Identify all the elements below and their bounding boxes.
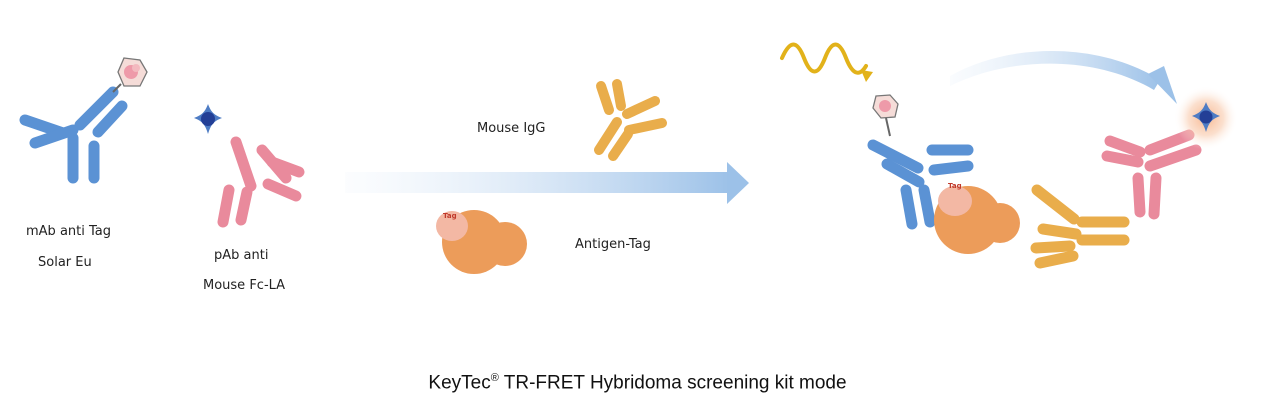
europium-chelate-icon: [117, 57, 148, 87]
diagram-caption: KeyTec® TR-FRET Hybridoma screening kit …: [0, 372, 1275, 394]
bound-pab-antibody: [1101, 129, 1202, 220]
acceptor-star-icon: [194, 104, 222, 134]
bound-mouse-igg-antibody: [1030, 184, 1130, 269]
acceptor-star-icon: [1192, 102, 1220, 132]
antigen-tag-molecule: [436, 210, 527, 274]
tag-label-right: Tag: [948, 182, 962, 190]
antigen-tag-label: Antigen-Tag: [575, 237, 651, 252]
pab-label-line1: pAb anti: [214, 248, 269, 263]
process-arrow-icon: [345, 162, 749, 204]
energy-transfer-arrow-icon: [950, 50, 1177, 104]
bound-antigen-molecule: [934, 186, 1020, 254]
mouse-igg-antibody: [594, 79, 667, 161]
tag-label-left: Tag: [443, 212, 457, 220]
pab-anti-mouse-fc-antibody: [217, 136, 305, 228]
caption-brand: KeyTec: [428, 372, 491, 394]
mab-label-line1: mAb anti Tag: [26, 224, 111, 239]
pab-label-line2: Mouse Fc-LA: [203, 278, 286, 293]
europium-chelate-icon: [872, 94, 899, 119]
caption-text: TR-FRET Hybridoma screening kit mode: [498, 372, 847, 394]
mab-label-line2: Solar Eu: [38, 255, 92, 270]
bound-mab-antibody: [867, 139, 974, 230]
mab-anti-tag-antibody: [19, 86, 128, 184]
registered-mark: ®: [490, 372, 499, 384]
mouse-igg-label: Mouse IgG: [477, 121, 546, 136]
excitation-wave-icon: [780, 42, 873, 82]
